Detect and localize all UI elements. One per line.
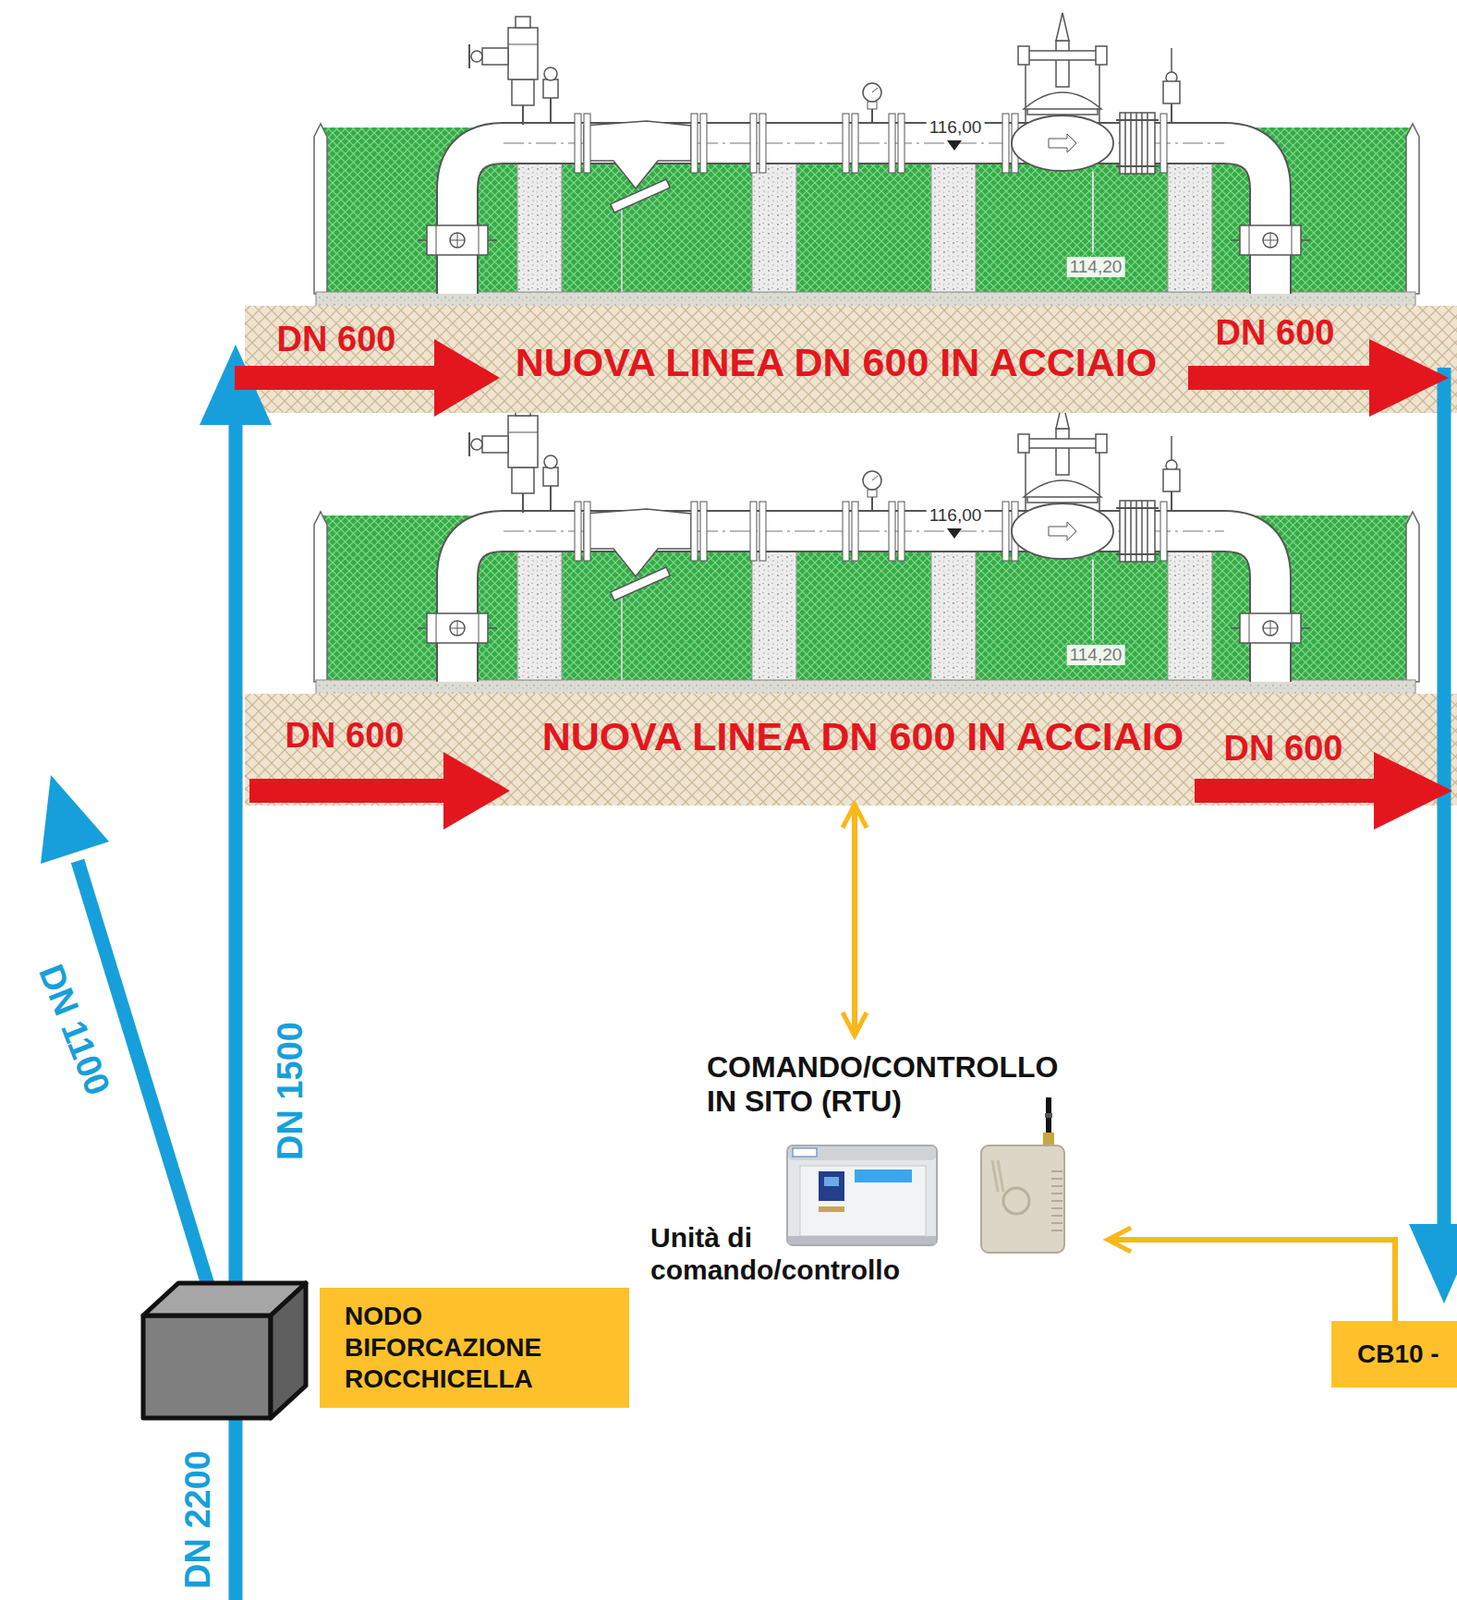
pipe-size-label: DN 1500 bbox=[270, 1021, 312, 1161]
valve-station-drawing bbox=[314, 400, 1420, 695]
valve-station-drawing bbox=[314, 12, 1420, 307]
band-title: NUOVA LINEA DN 600 IN ACCIAIO bbox=[515, 339, 1157, 386]
pipe-size-label: DN 2200 bbox=[178, 1450, 219, 1590]
pipe-size-label: DN 600 bbox=[285, 716, 405, 757]
ground-band bbox=[244, 305, 1457, 413]
pipe-size-label: DN 600 bbox=[277, 319, 397, 361]
station-label-box: CB10 - bbox=[1331, 1321, 1457, 1388]
elevation-label: 116,00 bbox=[926, 505, 985, 526]
control-cabinet bbox=[787, 1145, 937, 1246]
pipe-size-label: DN 600 bbox=[1224, 728, 1344, 770]
elevation-label: 114,20 bbox=[1067, 644, 1126, 666]
node-label: NODO BIFORCAZIONE ROCCHICELLA bbox=[344, 1300, 576, 1396]
radio-modem bbox=[981, 1097, 1065, 1253]
band-title: NUOVA LINEA DN 600 IN ACCIAIO bbox=[542, 714, 1184, 760]
elevation-label: 116,00 bbox=[926, 117, 985, 138]
rtu-group: COMANDO/CONTROLLO IN SITO (RTU) Unità di … bbox=[646, 1034, 1109, 1296]
pipe-size-label: DN 600 bbox=[1215, 313, 1336, 354]
signal-arrow bbox=[1108, 1239, 1396, 1322]
flow-arrow bbox=[234, 339, 1453, 830]
elevation-label: 114,20 bbox=[1067, 256, 1126, 278]
junction-cube bbox=[143, 1283, 306, 1419]
node-label-box: NODO BIFORCAZIONE ROCCHICELLA bbox=[319, 1287, 630, 1409]
rtu-text: Unità di comando/controllo bbox=[650, 1222, 928, 1287]
signal-arrow bbox=[851, 805, 858, 1035]
water-main bbox=[40, 344, 1457, 1600]
station-label: CB10 - bbox=[1357, 1338, 1452, 1371]
rtu-text: COMANDO/CONTROLLO IN SITO (RTU) bbox=[706, 1050, 1086, 1119]
pipe-size-label: DN 1100 bbox=[30, 959, 119, 1102]
